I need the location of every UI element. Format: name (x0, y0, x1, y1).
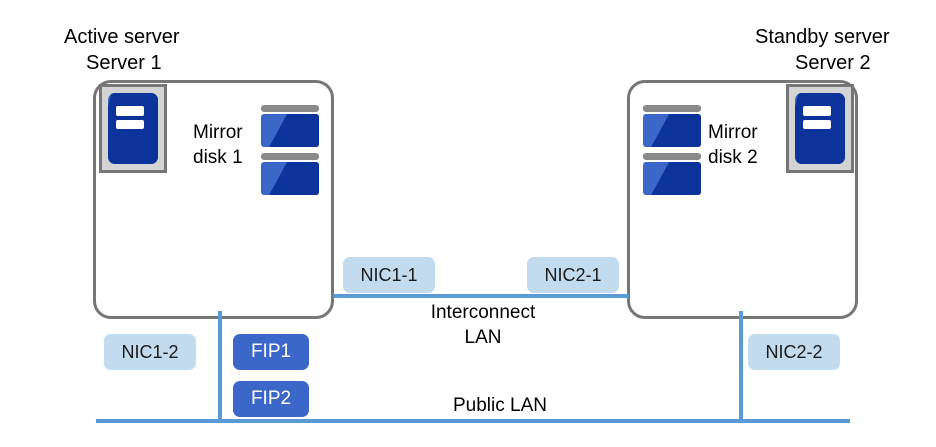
disk-shade (651, 162, 701, 195)
disk-shade (269, 162, 319, 195)
nic-pill-label: NIC2-2 (765, 341, 823, 362)
server-2-tower-icon (786, 84, 854, 173)
disk-unit-upper (643, 105, 701, 147)
disk-unit-lower (643, 153, 701, 195)
mirror-disk-1-icon (261, 105, 319, 195)
server-1-tower-icon (99, 84, 167, 173)
disk-cap (643, 153, 701, 160)
standby-server-name-label: Server 2 (795, 52, 871, 74)
mirror-disk-2-label-line1: Mirror (708, 122, 758, 143)
disk-unit-lower (261, 153, 319, 195)
interconnect-lan-line (333, 294, 629, 298)
server-tower-led-upper (803, 106, 831, 116)
disk-cap (643, 105, 701, 112)
disk-unit-upper (261, 105, 319, 147)
fip-pill-label: FIP2 (250, 388, 292, 409)
disk-cap (261, 153, 319, 160)
fip-pill-fip2[interactable]: FIP2 (233, 381, 309, 417)
nic-pill-nic2-1[interactable]: NIC2-1 (527, 257, 619, 293)
active-server-name-label: Server 1 (86, 52, 162, 74)
nic-pill-label: NIC1-2 (121, 341, 179, 362)
active-server-title: Active server Server 1 (64, 24, 180, 76)
mirror-disk-2-icon (643, 105, 701, 195)
mirror-disk-1-label-line2: disk 1 (193, 147, 243, 168)
disk-cap (261, 105, 319, 112)
fip-pill-label: FIP1 (250, 341, 292, 362)
nic-pill-nic1-2[interactable]: NIC1-2 (104, 334, 196, 370)
disk-body (643, 114, 701, 147)
public-lan-label: Public LAN (453, 395, 547, 416)
interconnect-lan-label: Interconnect LAN (383, 300, 583, 350)
nic-pill-label: NIC1-1 (360, 264, 418, 285)
nic-pill-nic1-1[interactable]: NIC1-1 (343, 257, 435, 293)
standby-server-title: Standby server Server 2 (755, 24, 890, 76)
mirror-disk-2-label: Mirror disk 2 (708, 120, 758, 170)
server-tower-icon-body (108, 93, 158, 164)
standby-server-role-label: Standby server (755, 26, 890, 48)
disk-body (261, 114, 319, 147)
public-lan-line (96, 419, 850, 423)
server-tower-icon-body (795, 93, 845, 164)
disk-body (643, 162, 701, 195)
disk-shade (651, 114, 701, 147)
active-server-role-label: Active server (64, 26, 180, 48)
interconnect-lan-label-line1: Interconnect (430, 302, 536, 323)
mirror-disk-1-label-line1: Mirror (193, 122, 243, 143)
mirror-disk-2-label-line2: disk 2 (708, 147, 758, 168)
server-tower-led-lower (803, 119, 831, 130)
nic-pill-label: NIC2-1 (544, 264, 602, 285)
interconnect-lan-label-line2: LAN (464, 327, 502, 348)
nic-pill-nic2-2[interactable]: NIC2-2 (748, 334, 840, 370)
disk-shade (269, 114, 319, 147)
server-tower-led-lower (116, 119, 144, 130)
server-tower-led-upper (116, 106, 144, 116)
public-lan-drop-line-server1 (218, 311, 222, 421)
fip-pill-fip1[interactable]: FIP1 (233, 334, 309, 370)
disk-body (261, 162, 319, 195)
mirror-disk-1-label: Mirror disk 1 (193, 120, 243, 170)
public-lan-drop-line-server2 (739, 311, 743, 421)
